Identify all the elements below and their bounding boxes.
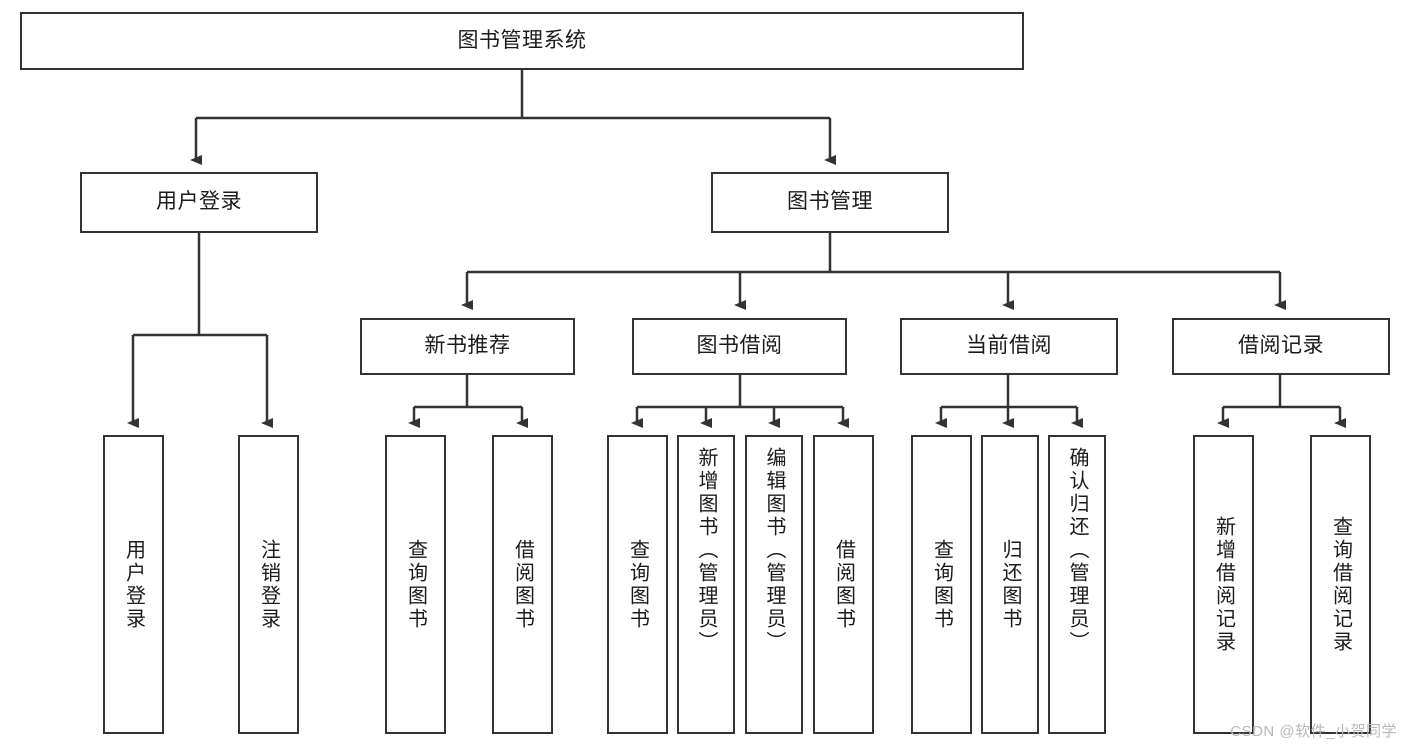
leaf-user-login-label: 用户登录: [122, 538, 145, 631]
node-root-label: 图书管理系统: [457, 28, 587, 52]
node-book-manage-label: 图书管理: [787, 190, 873, 214]
node-new-book-recommend-label: 新书推荐: [424, 334, 511, 358]
node-borrow-record-label: 借阅记录: [1238, 334, 1324, 358]
leaf-logout-login-label: 注销登录: [257, 538, 280, 631]
node-current-borrow[interactable]: 当前借阅: [900, 318, 1118, 375]
leaf-add-book-admin[interactable]: 新增图书（管理员）: [677, 435, 735, 734]
leaf-edit-book-admin-label: 编辑图书（管理员）: [763, 447, 785, 654]
leaf-borrow-book-1[interactable]: 借阅图书: [492, 435, 553, 734]
leaf-query-book-3[interactable]: 查询图书: [911, 435, 972, 734]
leaf-borrow-book-1-label: 借阅图书: [511, 538, 534, 631]
leaf-query-book-2-label: 查询图书: [626, 538, 649, 631]
leaf-confirm-return-admin[interactable]: 确认归还（管理员）: [1048, 435, 1106, 734]
leaf-return-book[interactable]: 归还图书: [981, 435, 1039, 734]
leaf-logout-login[interactable]: 注销登录: [238, 435, 299, 734]
node-user-login-label: 用户登录: [156, 190, 242, 214]
leaf-borrow-book-2-label: 借阅图书: [832, 538, 855, 631]
node-new-book-recommend[interactable]: 新书推荐: [360, 318, 575, 375]
node-root[interactable]: 图书管理系统: [20, 12, 1024, 70]
leaf-query-borrow-record[interactable]: 查询借阅记录: [1310, 435, 1371, 734]
node-borrow-record[interactable]: 借阅记录: [1172, 318, 1390, 375]
leaf-borrow-book-2[interactable]: 借阅图书: [813, 435, 874, 734]
leaf-query-book-1-label: 查询图书: [404, 538, 427, 631]
leaf-query-book-2[interactable]: 查询图书: [607, 435, 668, 734]
leaf-confirm-return-admin-label: 确认归还（管理员）: [1066, 447, 1088, 654]
leaf-query-borrow-record-label: 查询借阅记录: [1329, 515, 1352, 654]
leaf-query-book-3-label: 查询图书: [930, 538, 953, 631]
node-book-borrow-label: 图书借阅: [696, 334, 783, 358]
node-current-borrow-label: 当前借阅: [966, 334, 1052, 358]
leaf-edit-book-admin[interactable]: 编辑图书（管理员）: [745, 435, 803, 734]
node-book-manage[interactable]: 图书管理: [711, 172, 949, 233]
csdn-watermark: CSDN @软件_小贺同学: [1230, 723, 1397, 740]
leaf-add-borrow-record[interactable]: 新增借阅记录: [1193, 435, 1254, 734]
leaf-query-book-1[interactable]: 查询图书: [385, 435, 446, 734]
leaf-return-book-label: 归还图书: [999, 538, 1021, 631]
node-book-borrow[interactable]: 图书借阅: [632, 318, 847, 375]
leaf-add-borrow-record-label: 新增借阅记录: [1212, 515, 1235, 654]
leaf-user-login[interactable]: 用户登录: [103, 435, 164, 734]
node-user-login[interactable]: 用户登录: [80, 172, 318, 233]
leaf-add-book-admin-label: 新增图书（管理员）: [695, 447, 717, 654]
